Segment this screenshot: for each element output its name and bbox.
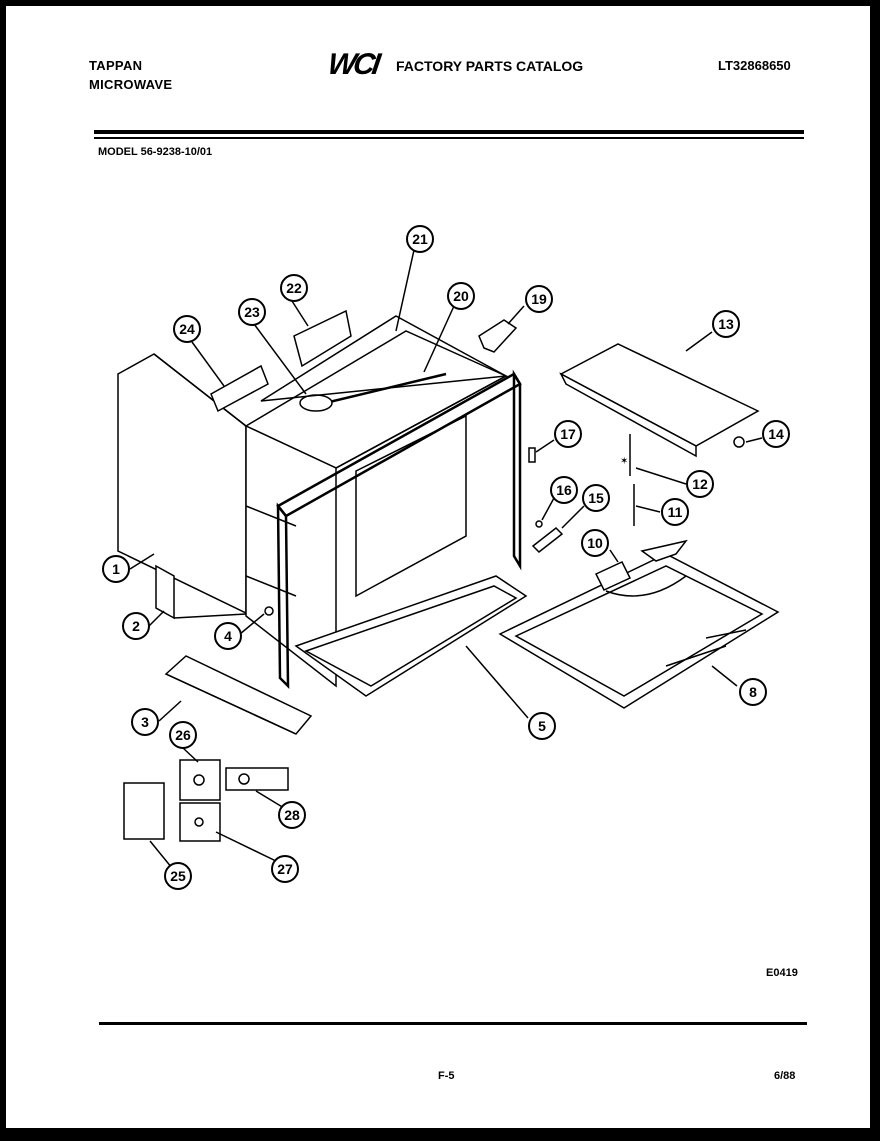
callout-27: 27 (271, 855, 299, 883)
callout-13: 13 (712, 310, 740, 338)
page-number: F-5 (438, 1070, 455, 1082)
footer-rule (99, 1022, 807, 1025)
svg-text:5: 5 (538, 718, 546, 734)
svg-text:24: 24 (179, 321, 195, 337)
svg-text:26: 26 (175, 727, 191, 743)
part-26 (179, 759, 221, 801)
callout-14: 14 (762, 420, 790, 448)
callout-26: 26 (169, 721, 197, 749)
svg-text:13: 13 (718, 316, 734, 332)
part-lower-bracket (155, 564, 247, 620)
brand-line-2: MICROWAVE (89, 77, 173, 92)
part-25 (123, 782, 165, 840)
svg-text:20: 20 (453, 288, 469, 304)
callout-21: 21 (406, 225, 434, 253)
part-screw-4 (264, 606, 274, 616)
part-15 (531, 527, 564, 553)
svg-text:2: 2 (132, 618, 140, 634)
svg-text:15: 15 (588, 490, 604, 506)
part-bottom-rail (164, 655, 313, 735)
svg-text:28: 28 (284, 807, 300, 823)
callout-8: 8 (739, 678, 767, 706)
svg-text:✶: ✶ (620, 456, 628, 467)
callout-23: 23 (238, 298, 266, 326)
callout-20: 20 (447, 282, 475, 310)
callout-19: 19 (525, 285, 553, 313)
part-16 (535, 520, 543, 528)
svg-text:17: 17 (560, 426, 576, 442)
callout-12: 12 (686, 470, 714, 498)
callout-24: 24 (173, 315, 201, 343)
callout-1: 1 (102, 555, 130, 583)
exploded-parts-diagram: ✶ (102, 225, 790, 890)
date-code: 6/88 (774, 1070, 796, 1082)
diagram-code: E0419 (766, 967, 798, 979)
svg-text:22: 22 (286, 280, 302, 296)
part-cover-10 (594, 539, 688, 597)
svg-text:10: 10 (587, 535, 603, 551)
svg-text:1: 1 (112, 561, 120, 577)
svg-text:14: 14 (768, 426, 784, 442)
part-19 (478, 319, 518, 353)
catalog-page: TAPPAN MICROWAVE WCI FACTORY PARTS CATAL… (6, 6, 870, 1128)
callout-15: 15 (582, 484, 610, 512)
svg-text:3: 3 (141, 714, 149, 730)
brand-line-1: TAPPAN (89, 58, 143, 73)
header-rule-top (94, 130, 804, 134)
part-28 (225, 767, 289, 791)
svg-text:4: 4 (224, 628, 232, 644)
header-rule-bottom (94, 137, 804, 139)
callout-3: 3 (131, 708, 159, 736)
svg-text:16: 16 (556, 482, 572, 498)
svg-text:11: 11 (668, 504, 683, 520)
svg-text:19: 19 (531, 291, 547, 307)
callout-10: 10 (581, 529, 609, 557)
catalog-number: LT32868650 (718, 58, 791, 73)
svg-text:25: 25 (170, 868, 186, 884)
svg-text:21: 21 (412, 231, 428, 247)
part-top-plate (559, 343, 760, 458)
callout-2: 2 (122, 612, 150, 640)
part-fastener-14 (733, 436, 745, 448)
part-rods: ✶ (620, 434, 635, 526)
callout-17: 17 (554, 420, 582, 448)
svg-text:27: 27 (277, 861, 293, 877)
part-labels-group (123, 759, 289, 842)
part-top-components (210, 309, 509, 413)
callout-25: 25 (164, 862, 192, 890)
part-17 (528, 447, 536, 463)
callout-4: 4 (214, 622, 242, 650)
part-front-frame (276, 369, 528, 697)
model-number: MODEL 56-9238-10/01 (98, 146, 213, 158)
callout-16: 16 (550, 476, 578, 504)
callout-5: 5 (528, 712, 556, 740)
svg-text:12: 12 (692, 476, 708, 492)
callout-22: 22 (280, 274, 308, 302)
callout-11: 11 (661, 498, 689, 526)
catalog-title: FACTORY PARTS CATALOG (396, 58, 584, 74)
svg-text:8: 8 (749, 684, 757, 700)
svg-text:23: 23 (244, 304, 260, 320)
callout-28: 28 (278, 801, 306, 829)
leader-lines (129, 249, 763, 869)
